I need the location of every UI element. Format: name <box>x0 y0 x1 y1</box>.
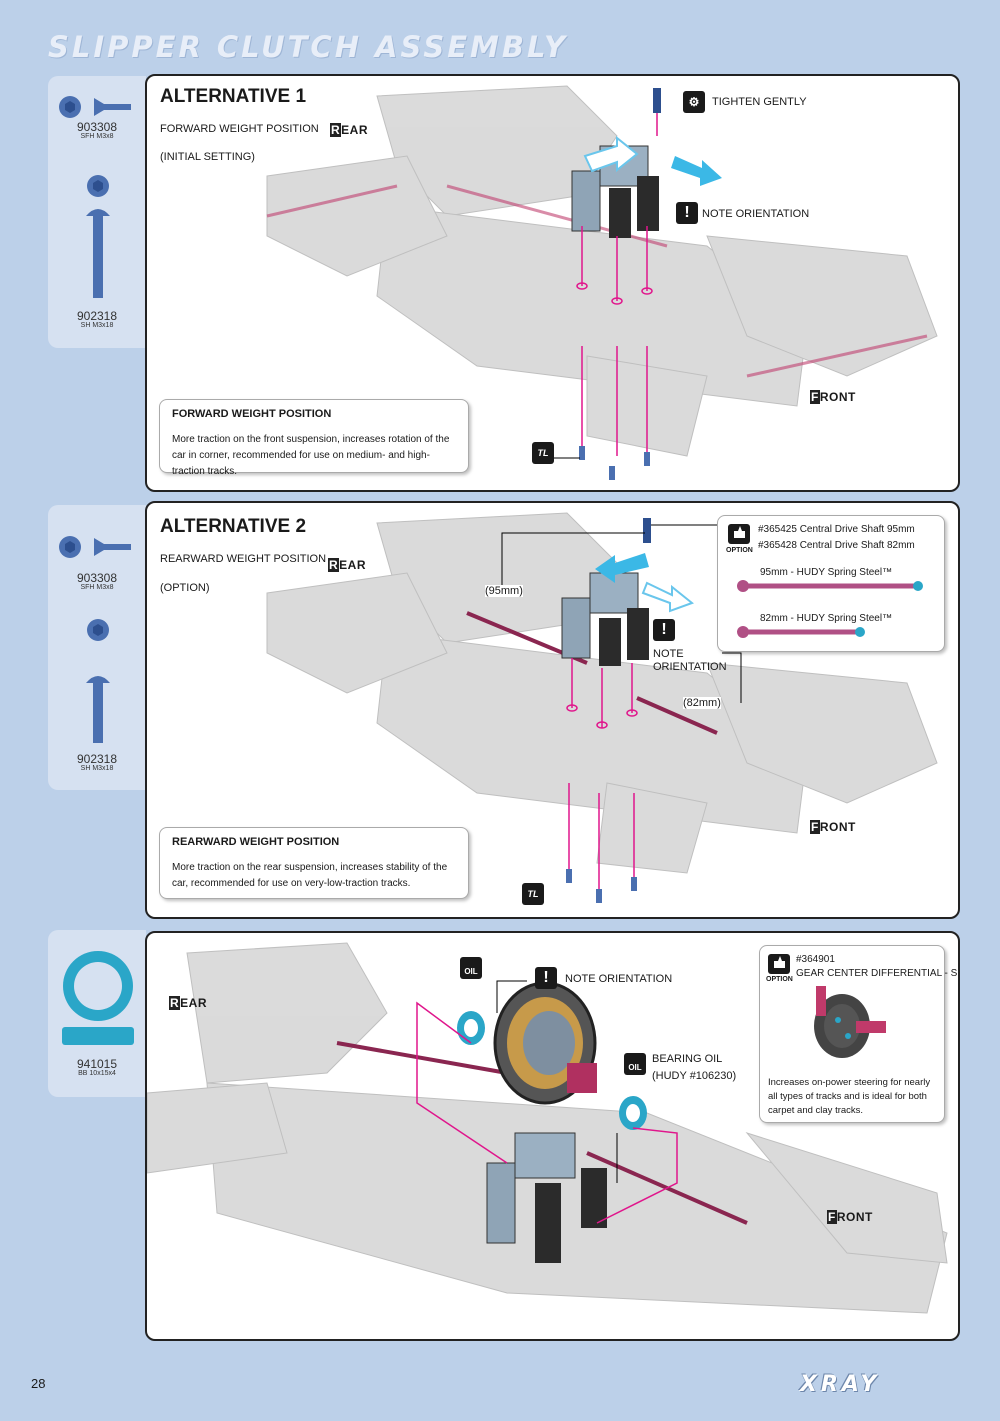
note-orientation-label-2a: NOTE <box>653 648 684 660</box>
bearing-oil-label: BEARING OIL <box>652 1053 723 1065</box>
option-caption-2: OPTION <box>726 547 753 554</box>
oil-icon-1: OIL <box>460 957 482 979</box>
option-illustration-2 <box>728 524 923 638</box>
shaft-82-label: 82mm - HUDY Spring Steel™ <box>760 613 893 624</box>
note-orientation-label-3: NOTE ORIENTATION <box>565 973 673 985</box>
option-box-center-diff: OPTION #364901 GEAR CENTER DIFFERENTIAL … <box>759 945 958 1123</box>
rear-label-1: REAR <box>331 123 369 137</box>
threadlock-icon-2: TL <box>522 883 544 905</box>
screw-icons-2 <box>59 536 131 743</box>
alt-1-note: (INITIAL SETTING) <box>160 151 255 163</box>
shaft-95-label: 95mm - HUDY Spring Steel™ <box>760 567 893 578</box>
page-number: 28 <box>31 1376 46 1391</box>
assembly-illustration-2 <box>266 512 938 903</box>
bearing-icon <box>62 951 134 1045</box>
warning-icon: ! <box>653 619 675 641</box>
option-text: Increases on-power steering for nearly a… <box>768 1077 931 1116</box>
option-line-2: #365428 Central Drive Shaft 82mm <box>758 540 915 551</box>
front-label-3: FRONT <box>828 1210 873 1224</box>
info-title: FORWARD WEIGHT POSITION <box>172 408 332 420</box>
rear-label-2: REAR <box>329 558 367 572</box>
rear-label-3: REAR <box>170 996 208 1010</box>
info-box-rearward: REARWARD WEIGHT POSITION More traction o… <box>159 827 469 899</box>
option-line-1: #365425 Central Drive Shaft 95mm <box>758 524 915 535</box>
assembly-illustration-3 <box>147 942 948 1314</box>
alt-1-title: ALTERNATIVE 1 <box>160 86 307 107</box>
oil-icon-2: OIL <box>624 1053 646 1075</box>
info-title: REARWARD WEIGHT POSITION <box>172 836 340 848</box>
length-95mm-label: (95mm) <box>485 585 523 597</box>
bearing-oil-part-label: (HUDY #106230) <box>652 1070 737 1082</box>
assembly-illustration-1 <box>266 85 938 480</box>
info-box-forward: FORWARD WEIGHT POSITION More traction on… <box>159 399 469 477</box>
page-title: SLIPPER CLUTCH ASSEMBLY <box>48 30 568 64</box>
alt-2-note: (OPTION) <box>160 582 210 594</box>
option-name: GEAR CENTER DIFFERENTIAL - SET <box>796 968 960 979</box>
warning-icon: ! <box>535 967 557 989</box>
brand-logo: XRAY <box>800 1372 881 1397</box>
option-code: #364901 <box>796 954 835 965</box>
option-box-drive-shafts: OPTION #365425 Central Drive Shaft 95mm … <box>717 515 945 652</box>
info-text: More traction on the front suspension, i… <box>172 434 450 477</box>
note-orientation-label-2b: ORIENTATION <box>653 661 727 673</box>
warning-icon: ! <box>676 202 698 224</box>
panel-alternative-2: ALTERNATIVE 2 REARWARD WEIGHT POSITION (… <box>145 501 960 919</box>
length-82mm-label: (82mm) <box>683 697 721 709</box>
note-orientation-label-1: NOTE ORIENTATION <box>702 208 810 220</box>
alt-2-subtitle: REARWARD WEIGHT POSITION <box>160 553 327 565</box>
option-caption-3: OPTION <box>766 976 793 983</box>
alt-2-title: ALTERNATIVE 2 <box>160 516 307 537</box>
alt-1-subtitle: FORWARD WEIGHT POSITION <box>160 123 319 135</box>
front-label-2: FRONT <box>811 820 856 834</box>
panel-center-diff: REAR FRONT OIL ! NOTE ORIENTATION OIL BE… <box>145 931 960 1341</box>
option-illustration-3 <box>768 954 886 1058</box>
panel-alternative-1: ALTERNATIVE 1 FORWARD WEIGHT POSITION (I… <box>145 74 960 492</box>
screw-icons-1 <box>59 96 131 298</box>
screwdriver-icon: ⚙ <box>683 91 705 113</box>
front-label-1: FRONT <box>811 390 856 404</box>
info-text: More traction on the rear suspension, in… <box>172 862 448 889</box>
threadlock-icon-1: TL <box>532 442 554 464</box>
tighten-gently-label: TIGHTEN GENTLY <box>712 96 807 108</box>
